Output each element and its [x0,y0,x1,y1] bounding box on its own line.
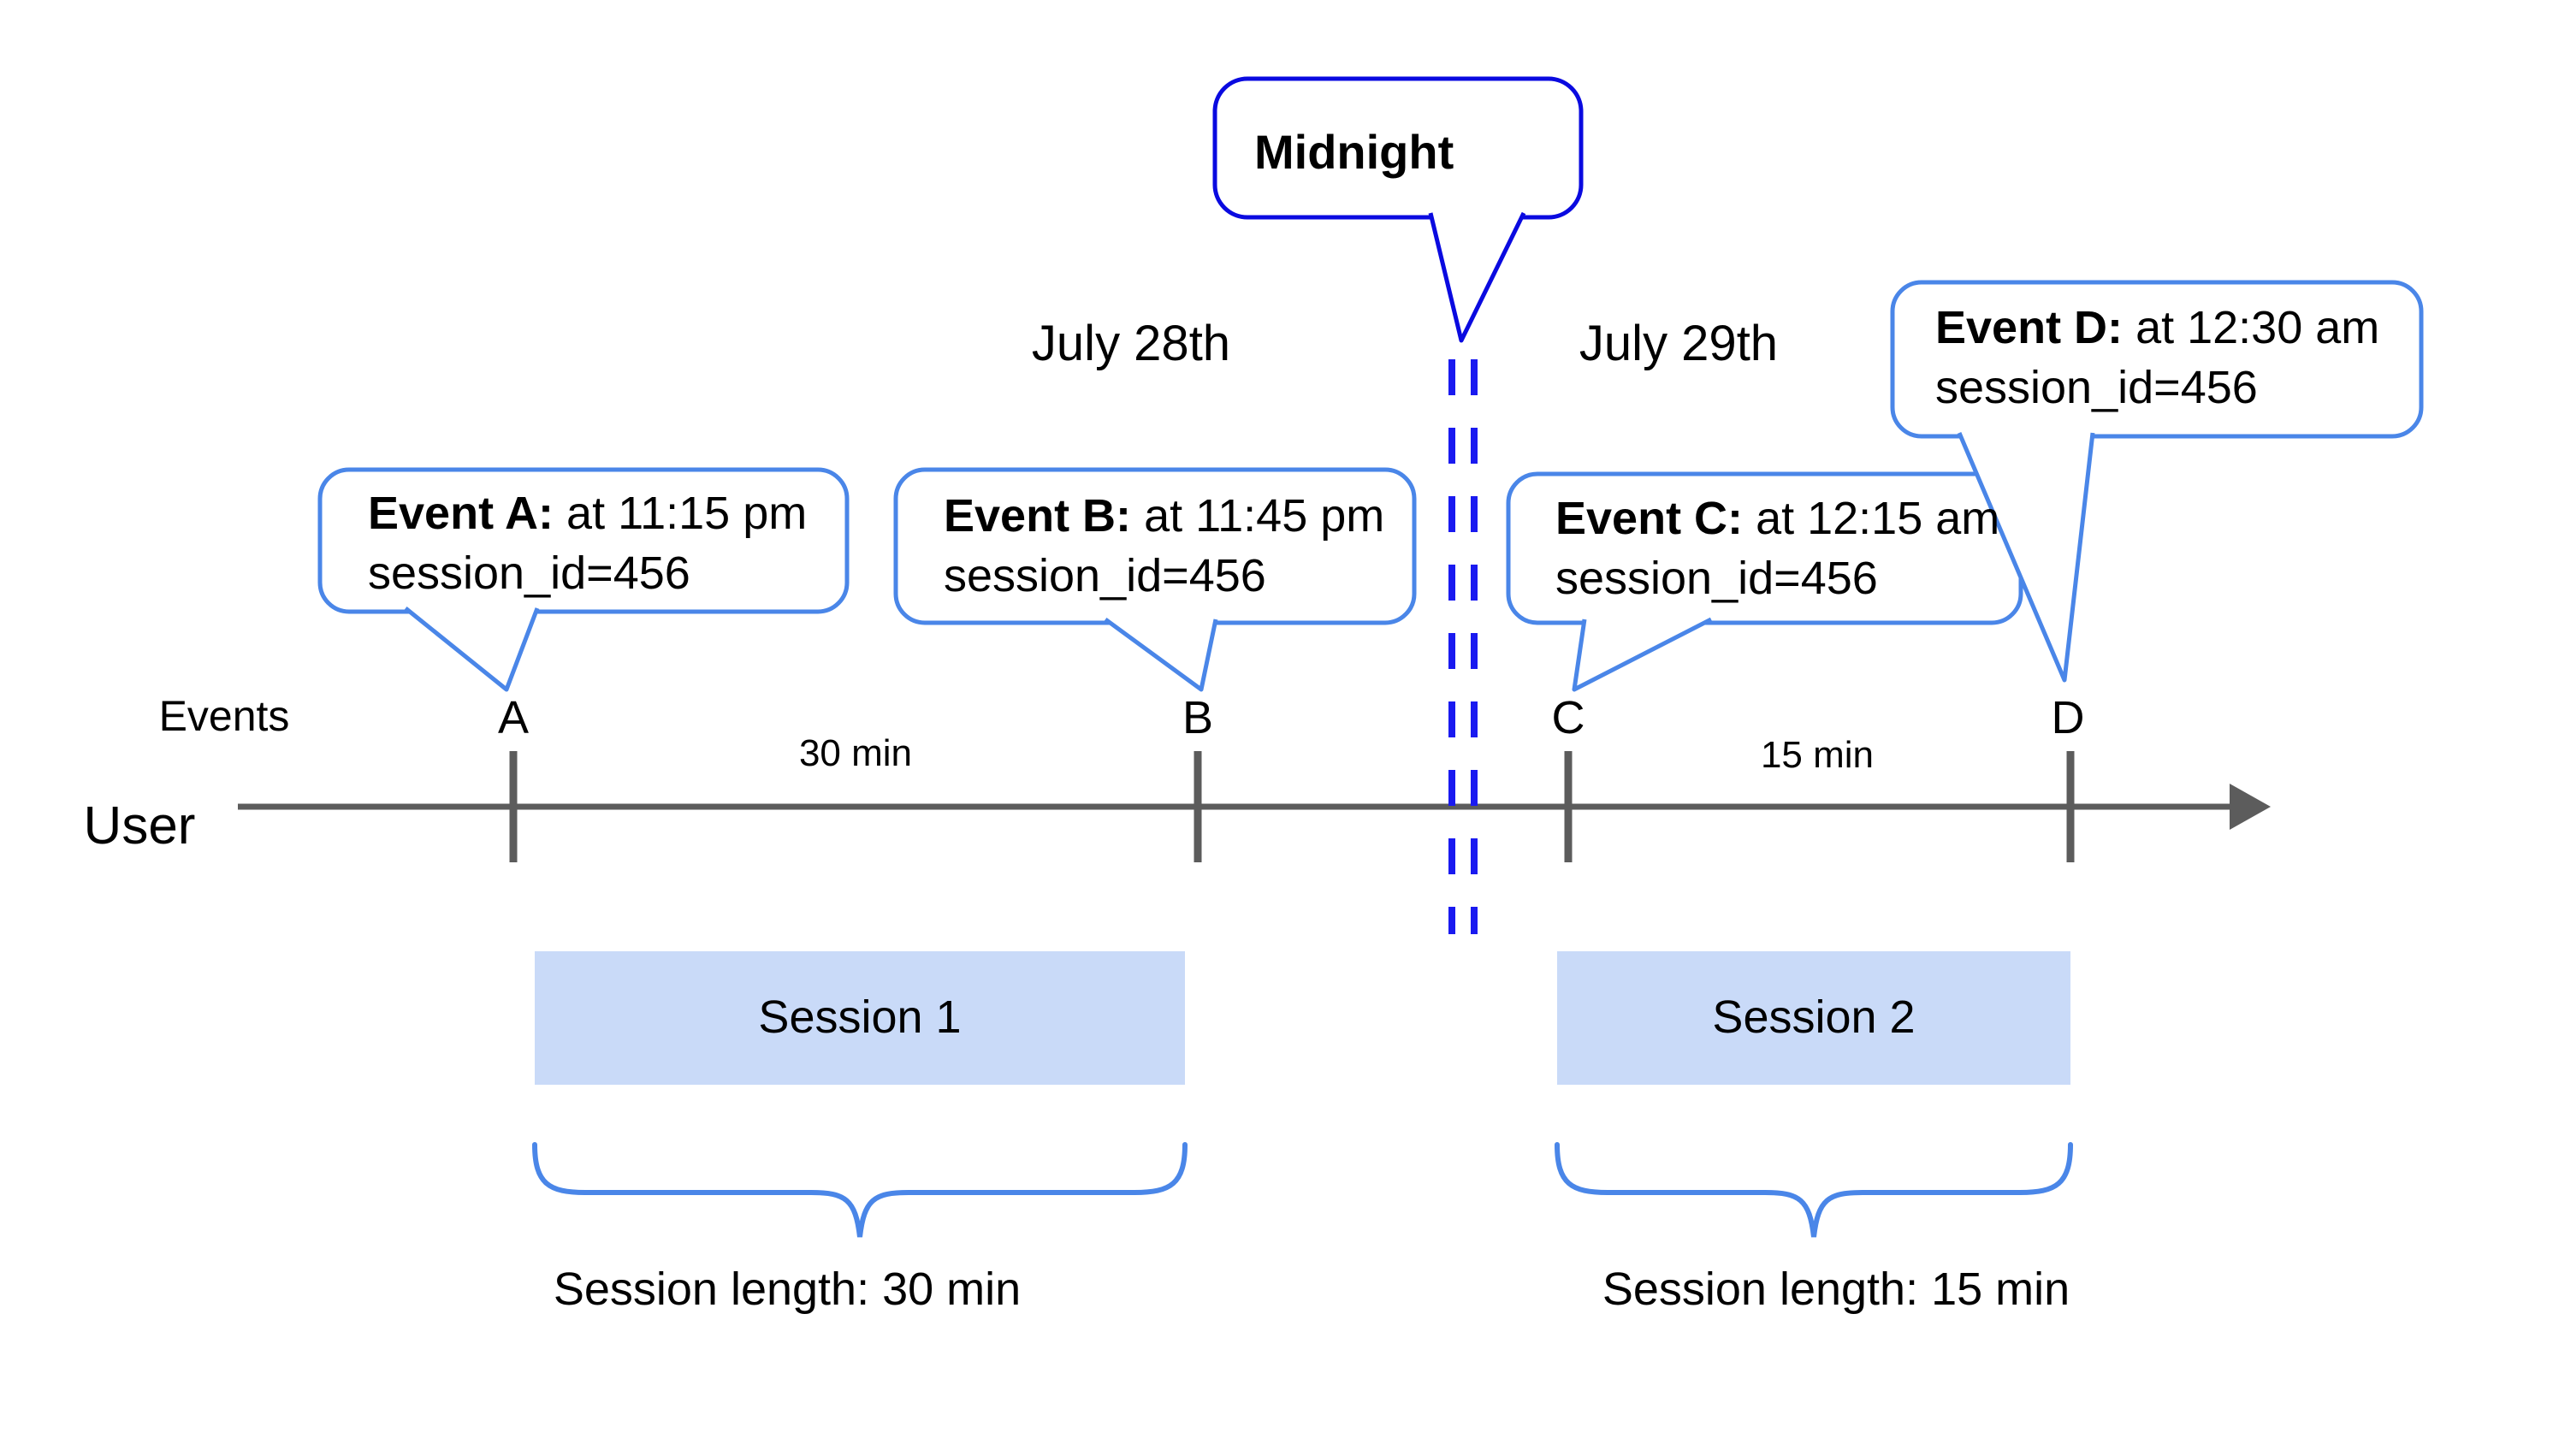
midnight-bubble-tail [1428,211,1526,343]
date-label-july-29: July 29th [1579,316,1779,371]
event-d-bubble [1890,280,2424,439]
event-b-bubble-tail [1104,617,1218,692]
midnight-bubble [1212,76,1584,220]
session-1-label: Session 1 [758,991,962,1043]
tick-label-c: C [1551,692,1585,743]
event-b-bubble-text: Event B: at 11:45 pm session_id=456 [944,486,1384,606]
tick-label-a: A [497,692,530,743]
session-2-label: Session 2 [1712,991,1916,1043]
event-c-line2: session_id=456 [1555,553,1878,604]
events-axis-label: Events [158,692,290,740]
event-d-bubble-text: Event D: at 12:30 am session_id=456 [1935,298,2379,417]
gap-label-15min: 15 min [1760,734,1875,776]
date-label-july-28: July 28th [1031,316,1231,371]
session-2-brace [1555,1142,2073,1238]
session-2-box [1557,951,2070,1085]
event-d-line1: Event D: at 12:30 am [1935,302,2380,353]
session-1-length-label: Session length: 30 min [553,1264,1022,1315]
event-a-line1: Event A: at 11:15 pm [368,488,808,539]
event-d-bubble-tail [1957,432,2095,683]
event-b-line1: Event B: at 11:45 pm [944,490,1385,542]
tick-label-b: B [1182,692,1214,743]
event-a-bubble-tail [404,607,540,692]
midnight-bubble-label: Midnight [1254,125,1454,179]
event-c-line1: Event C: at 12:15 am [1555,493,2000,544]
user-axis-label: User [83,796,196,855]
event-a-bubble-text: Event A: at 11:15 pm session_id=456 [368,483,807,603]
event-a-bubble [317,467,850,614]
event-a-line2: session_id=456 [368,547,690,599]
session-1-brace [532,1142,1188,1238]
event-d-line2: session_id=456 [1935,362,2258,413]
event-b-line2: session_id=456 [944,550,1266,601]
gap-label-30min: 30 min [798,732,913,774]
timeline-arrowhead-icon [2230,784,2271,830]
event-c-bubble-tail [1572,617,1713,692]
session-1-box [535,951,1185,1085]
session-2-length-label: Session length: 15 min [1602,1264,2070,1315]
event-c-bubble-text: Event C: at 12:15 am session_id=456 [1555,488,1999,608]
tick-label-d: D [2051,692,2085,743]
